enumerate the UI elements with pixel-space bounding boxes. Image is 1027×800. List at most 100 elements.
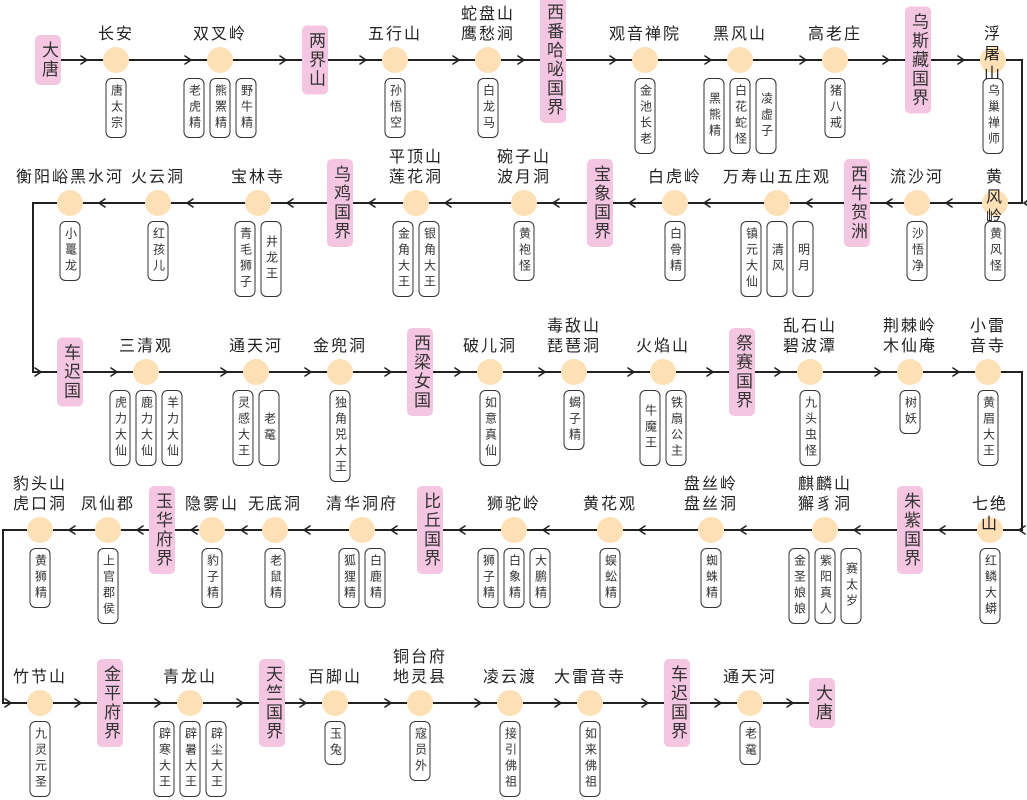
place-node <box>698 517 724 543</box>
arrow-icon <box>443 198 452 208</box>
arrow-icon <box>110 367 119 377</box>
character-box: 老鼋 <box>739 721 761 765</box>
arrow-icon <box>80 55 89 65</box>
place-node <box>177 690 203 716</box>
character-box: 辟尘大王 <box>205 721 227 797</box>
character-box: 豹子精 <box>201 548 223 608</box>
arrow-icon <box>285 198 294 208</box>
place-node <box>349 517 375 543</box>
character-group: 九灵元圣 <box>29 721 51 797</box>
arrow-icon <box>236 698 245 708</box>
character-group: 寇员外 <box>409 721 431 781</box>
region-boundary: 朱紫国界 <box>897 486 923 574</box>
region-boundary: 西番哈咇国界 <box>540 0 566 123</box>
character-box: 大鹏精 <box>529 548 551 608</box>
character-box: 赛太岁 <box>840 548 862 624</box>
character-box: 紫阳真人 <box>814 548 836 624</box>
arrow-icon <box>1022 200 1027 206</box>
character-group: 树妖 <box>899 390 921 434</box>
arrow-icon <box>299 698 308 708</box>
region-boundary: 大唐 <box>35 35 61 85</box>
place-label: 流沙河 <box>889 167 945 186</box>
region-boundary: 车迟国 <box>57 337 83 407</box>
place-node <box>737 690 763 716</box>
place-node <box>407 690 433 716</box>
character-box: 青毛狮子 <box>234 221 256 297</box>
character-group: 白骨精 <box>664 221 686 281</box>
character-box: 黄眉大王 <box>977 390 999 466</box>
character-group: 孙悟空 <box>384 78 406 138</box>
place-label: 火云洞 <box>130 167 186 186</box>
character-group: 玉兔 <box>324 721 346 765</box>
arrow-icon <box>706 367 715 377</box>
arrow-icon <box>384 698 393 708</box>
place-node <box>822 47 848 73</box>
arrow-icon <box>454 367 463 377</box>
arrow-icon <box>474 698 483 708</box>
place-node <box>382 47 408 73</box>
place-label: 宝林寺 <box>230 167 286 186</box>
place-label: 黄风岭 <box>985 167 1004 226</box>
character-box: 乌巢禅师 <box>982 78 1004 154</box>
arrow-icon <box>937 525 946 535</box>
region-boundary: 祭赛国界 <box>729 328 755 416</box>
place-node <box>577 690 603 716</box>
place-node <box>727 47 753 73</box>
arrow-icon <box>538 367 547 377</box>
character-box: 辟寒大王 <box>153 721 175 797</box>
place-node <box>475 47 501 73</box>
place-label: 荆棘岭 木仙庵 <box>882 316 938 355</box>
character-box: 黄袍怪 <box>513 221 535 281</box>
character-box: 猪八戒 <box>824 78 846 138</box>
place-node <box>650 359 676 385</box>
place-node <box>322 690 348 716</box>
place-node <box>133 359 159 385</box>
arrow-icon <box>799 55 808 65</box>
arrow-icon <box>184 55 193 65</box>
character-group: 黄狮精 <box>29 548 51 608</box>
arrow-icon <box>952 367 961 377</box>
place-node <box>327 359 353 385</box>
character-group: 白龙马 <box>477 78 499 138</box>
character-box: 野牛精 <box>235 78 257 138</box>
arrow-icon <box>1017 525 1026 535</box>
character-group: 唐太宗 <box>105 78 127 138</box>
place-label: 浮屠山 <box>983 24 1002 83</box>
arrow-icon <box>786 698 795 708</box>
place-label: 黄花观 <box>582 494 638 513</box>
character-group: 猪八戒 <box>824 78 846 138</box>
character-box: 黄狮精 <box>29 548 51 608</box>
place-label: 七绝山 <box>971 494 1008 533</box>
arrow-icon <box>67 525 76 535</box>
character-group: 沙悟净 <box>906 221 928 281</box>
arrow-icon <box>627 367 636 377</box>
character-box: 蜘蛛精 <box>700 548 722 608</box>
arrow-icon <box>609 55 618 65</box>
character-group: 老虎精熊罴精野牛精 <box>183 78 257 138</box>
character-group: 牛魔王铁扇公主 <box>639 390 687 466</box>
character-box: 九头虫怪 <box>799 390 821 466</box>
character-box: 清风 <box>766 221 788 297</box>
character-group: 老鼋 <box>739 721 761 765</box>
character-group: 蜈蚣精 <box>599 548 621 608</box>
character-group: 狮子精白象精大鹏精 <box>477 548 551 608</box>
arrow-icon <box>4 698 13 708</box>
arrow-icon <box>189 525 198 535</box>
place-node <box>95 517 121 543</box>
place-label: 小雷 音寺 <box>969 316 1007 355</box>
place-label: 碗子山 波月洞 <box>496 147 552 186</box>
place-node <box>597 517 623 543</box>
place-label: 五行山 <box>367 24 423 43</box>
character-box: 金圣娘娘 <box>788 548 810 624</box>
place-label: 百脚山 <box>307 667 363 686</box>
character-group: 红鳞大蟒 <box>979 548 1001 624</box>
region-boundary: 天竺国界 <box>259 659 285 747</box>
region-boundary: 大唐 <box>809 678 835 728</box>
place-node <box>561 359 587 385</box>
place-label: 平顶山 莲花洞 <box>388 147 444 186</box>
place-node <box>904 190 930 216</box>
place-label: 双叉岭 <box>192 24 248 43</box>
place-node <box>477 359 503 385</box>
character-box: 辟暑大王 <box>179 721 201 797</box>
